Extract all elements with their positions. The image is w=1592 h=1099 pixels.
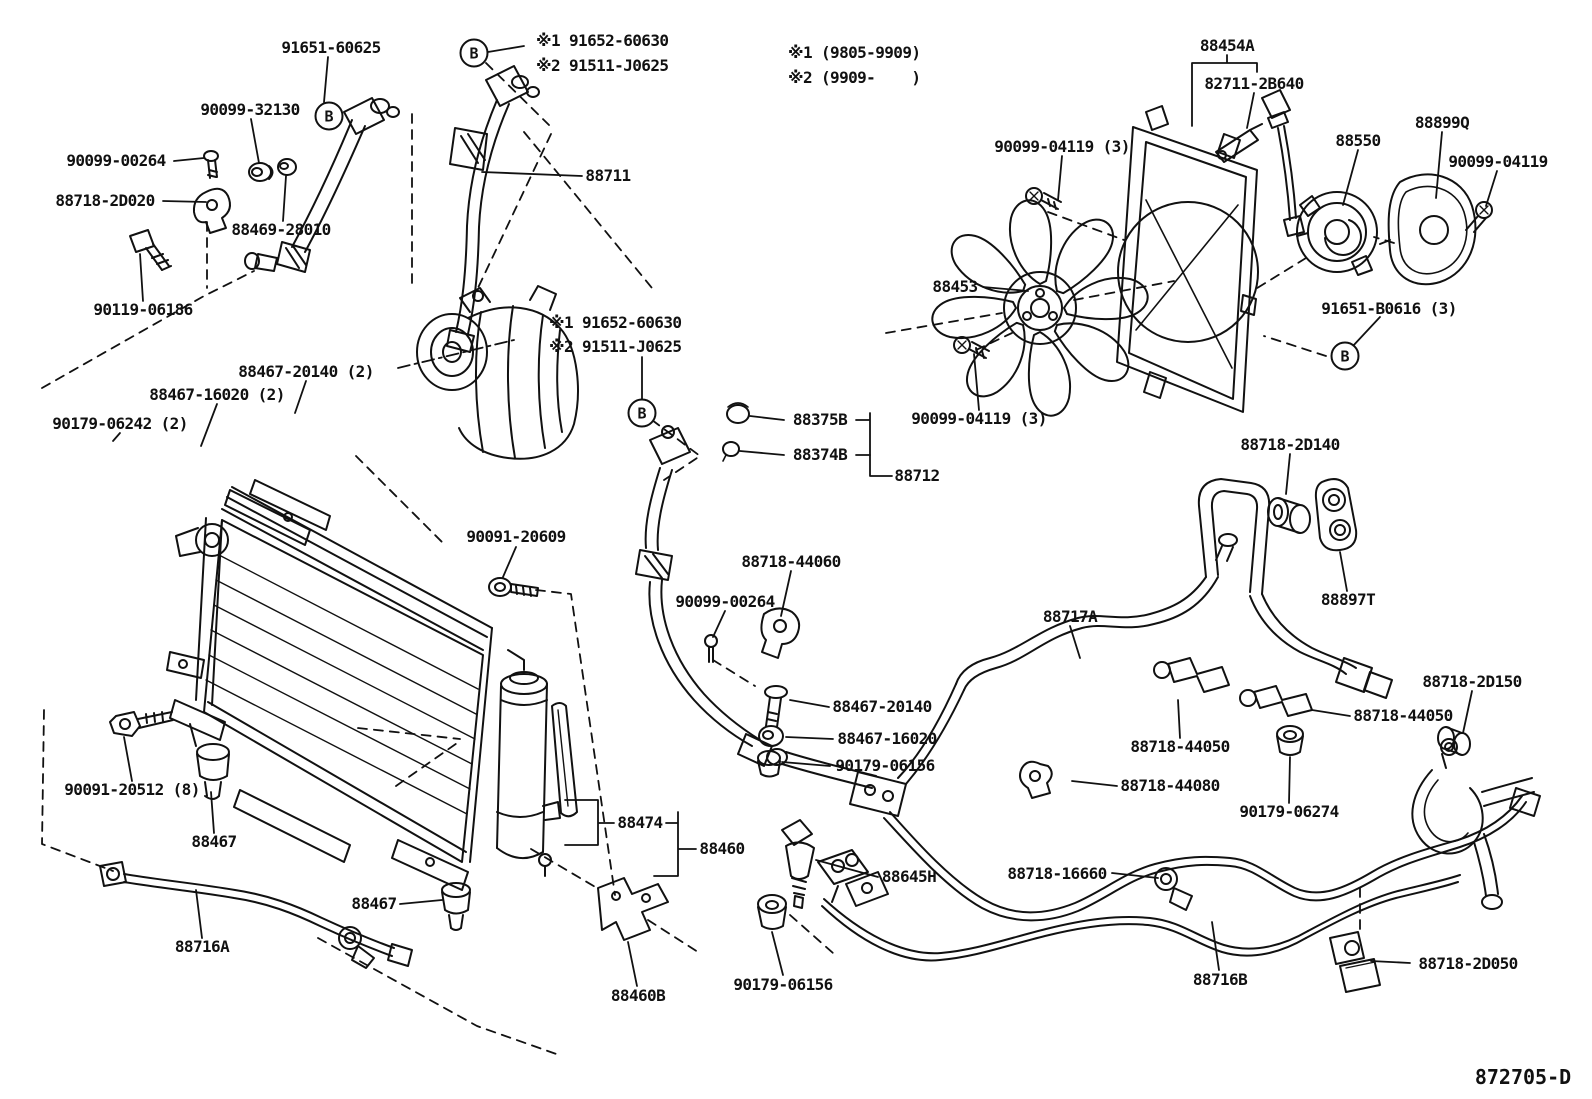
fasteners-top-left bbox=[129, 150, 297, 271]
wire-connector bbox=[1261, 89, 1305, 237]
bracket-44050-right bbox=[1239, 685, 1313, 717]
fan-motor bbox=[1296, 191, 1378, 276]
clamp-16660 bbox=[1154, 867, 1193, 911]
part-label: 88711 bbox=[585, 166, 631, 185]
diagram-code-label: 872705-D bbox=[1474, 1065, 1572, 1089]
pressure-switch bbox=[757, 819, 889, 930]
part-label: 88454A bbox=[1199, 36, 1255, 55]
part-label: 88467-20140 bbox=[832, 697, 932, 716]
bracket-88460b bbox=[597, 877, 669, 941]
part-label: 88550 bbox=[1335, 131, 1381, 150]
part-label: 88718-2D150 bbox=[1422, 672, 1522, 691]
part-label: 88467-16020 (2) bbox=[149, 385, 285, 404]
part-label: 88467 bbox=[191, 832, 237, 851]
part-label: 88718-44050 bbox=[1353, 706, 1453, 725]
part-label: 88374B bbox=[792, 445, 848, 464]
callout-b: B bbox=[1330, 341, 1360, 371]
callout-b: B bbox=[459, 38, 489, 68]
clamp-44080 bbox=[1019, 760, 1053, 799]
part-label: 88645H bbox=[881, 867, 937, 886]
part-label: 88467 bbox=[351, 894, 397, 913]
part-label: 90179-06156 bbox=[733, 975, 833, 994]
grommet-2d150 bbox=[1437, 726, 1471, 756]
part-label: ※2 91511-J0625 bbox=[536, 56, 669, 75]
part-label: 88469-28010 bbox=[231, 220, 331, 239]
part-label: 88716A bbox=[174, 937, 230, 956]
shroud-screws bbox=[953, 187, 1493, 359]
condenser bbox=[166, 479, 493, 891]
callout-b: B bbox=[314, 101, 344, 131]
part-label: 88467-20140 (2) bbox=[238, 362, 374, 381]
part-label: ※2 91511-J0625 bbox=[549, 337, 682, 356]
part-label: 88718-16660 bbox=[1007, 864, 1107, 883]
clamp-2d050 bbox=[1329, 931, 1381, 993]
part-label: ※2 (9909- ) bbox=[788, 68, 921, 87]
compressor bbox=[416, 285, 579, 460]
part-label: ※1 91652-60630 bbox=[536, 31, 669, 50]
part-label: 88474 bbox=[617, 813, 663, 832]
part-label: 88718-44050 bbox=[1130, 737, 1230, 756]
pipe-88717a bbox=[849, 478, 1393, 817]
part-label: 88712 bbox=[894, 466, 940, 485]
part-label: 88718-2D140 bbox=[1240, 435, 1340, 454]
part-label: 90099-04119 (3) bbox=[911, 409, 1047, 428]
part-label: 88718-2D020 bbox=[55, 191, 155, 210]
part-label: 88375B bbox=[792, 410, 848, 429]
motor-cover bbox=[1379, 173, 1477, 286]
part-label: 88718-44060 bbox=[741, 552, 841, 571]
part-label: 90091-20609 bbox=[466, 527, 566, 546]
part-label: 90091-20512 (8) bbox=[64, 780, 200, 799]
part-label: 90179-06156 bbox=[835, 756, 935, 775]
receiver-drier bbox=[496, 649, 578, 877]
part-label: 88716B bbox=[1192, 970, 1248, 989]
grommet-2d140 bbox=[1267, 497, 1311, 534]
part-label: 91651-60625 bbox=[281, 38, 381, 57]
fasteners-center bbox=[704, 607, 801, 778]
part-label: 88460 bbox=[699, 839, 745, 858]
part-label: 88718-44080 bbox=[1120, 776, 1220, 795]
part-label: 88467-16020 bbox=[837, 729, 937, 748]
part-label: 90099-04119 bbox=[1448, 152, 1548, 171]
part-label: 90179-06274 bbox=[1239, 802, 1339, 821]
cooling-fan bbox=[931, 199, 1149, 417]
bracket-44050-left bbox=[1153, 657, 1230, 693]
part-label: 88718-2D050 bbox=[1418, 954, 1518, 973]
part-label: 88460B bbox=[610, 986, 666, 1005]
part-label: 90099-00264 bbox=[66, 151, 166, 170]
leader-lines bbox=[112, 45, 1498, 987]
callout-b: B bbox=[627, 398, 657, 428]
part-label: ※1 (9805-9909) bbox=[788, 43, 921, 62]
part-label: 88717A bbox=[1042, 607, 1098, 626]
part-label: 88453 bbox=[932, 277, 978, 296]
part-label: 82711-2B640 bbox=[1204, 74, 1304, 93]
part-label: 91651-B0616 (3) bbox=[1321, 299, 1457, 318]
part-label: 90179-06242 (2) bbox=[52, 414, 188, 433]
pipe-88716a bbox=[99, 861, 413, 969]
part-label: 88897T bbox=[1320, 590, 1376, 609]
part-label: 90099-32130 bbox=[200, 100, 300, 119]
suction-hose-upper bbox=[244, 97, 400, 273]
fan-shroud bbox=[1116, 105, 1263, 413]
discharge-hose-88711 bbox=[446, 65, 540, 353]
nut-06274 bbox=[1276, 725, 1304, 756]
part-label: ※1 91652-60630 bbox=[549, 313, 682, 332]
part-label: 90099-04119 (3) bbox=[994, 137, 1130, 156]
fasteners-bottom-left bbox=[109, 577, 539, 931]
mount-88897t bbox=[1314, 478, 1358, 552]
dashed-lines bbox=[41, 62, 1395, 1057]
part-label: 90099-00264 bbox=[675, 592, 775, 611]
part-label: 90119-06186 bbox=[93, 300, 193, 319]
part-label: 88899Q bbox=[1414, 113, 1470, 132]
